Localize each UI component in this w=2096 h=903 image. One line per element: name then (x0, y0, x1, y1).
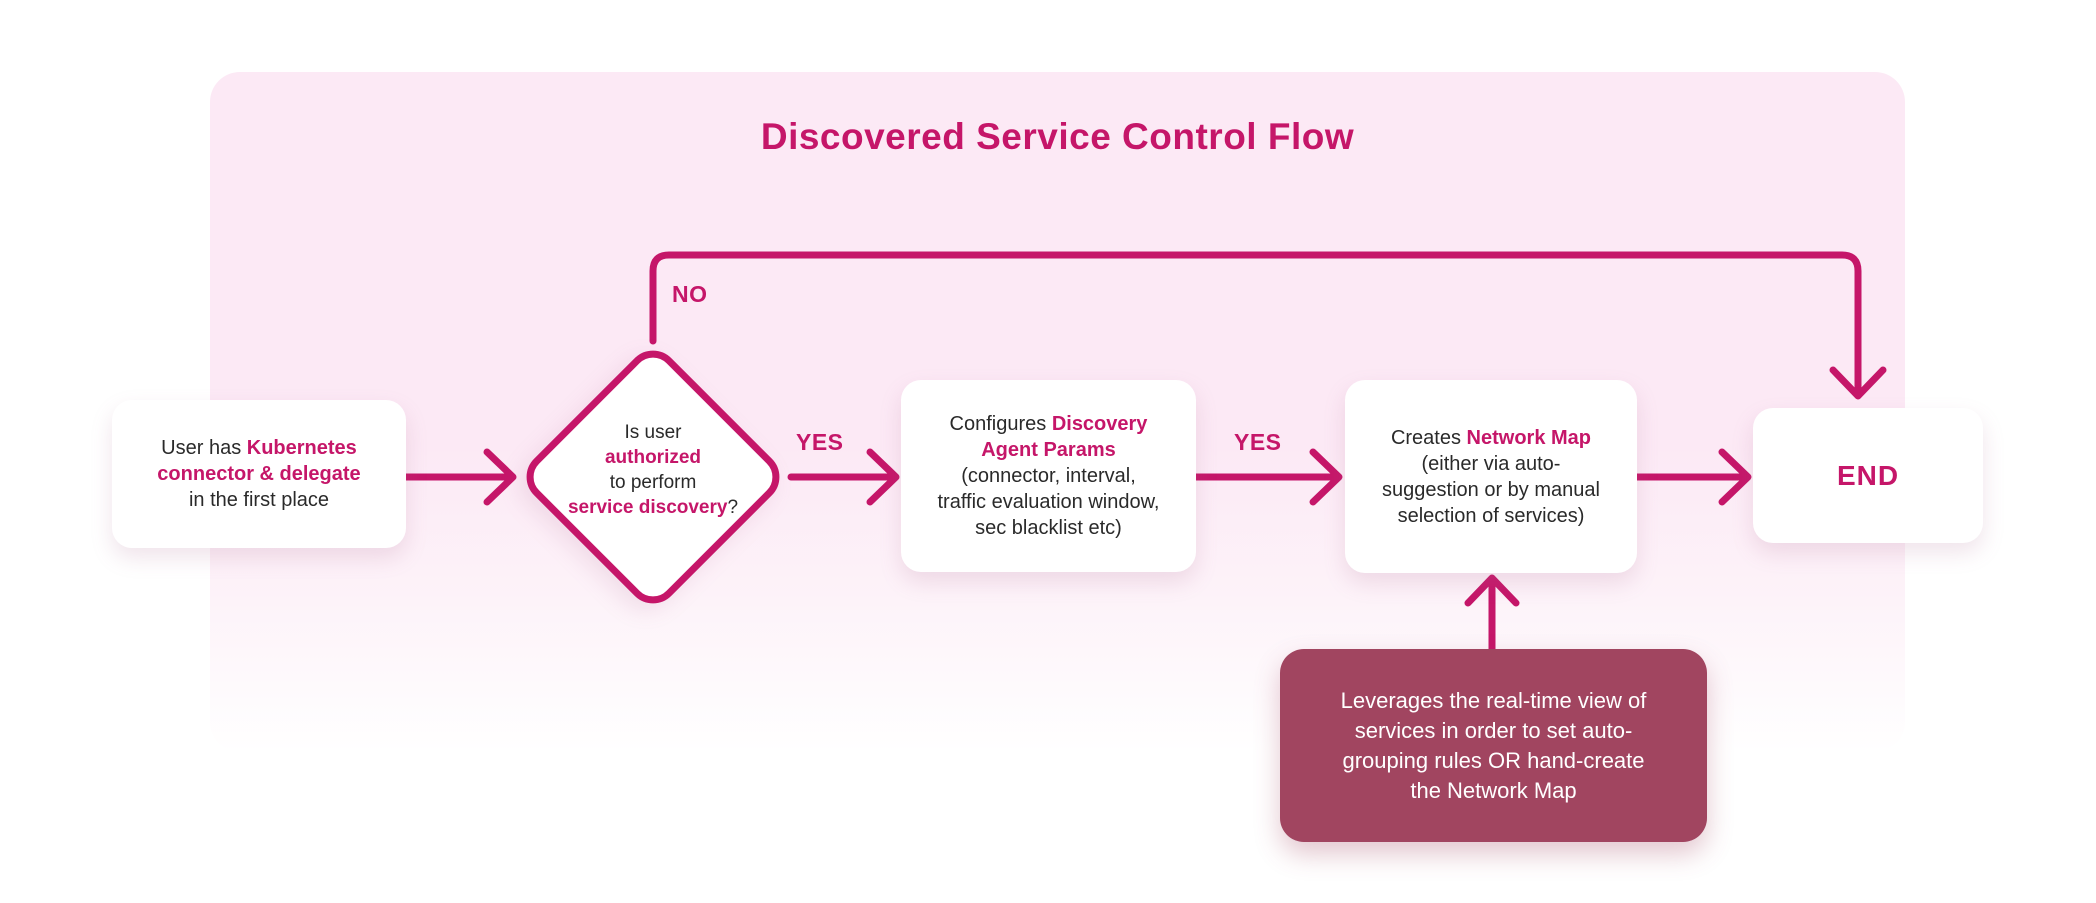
node-end-label: END (1836, 459, 1900, 491)
node-configure-text: Configures Discovery Agent Params (conne… (937, 413, 1160, 539)
node-configure: Configures Discovery Agent Params (conne… (901, 380, 1196, 572)
annotation-box: Leverages the real-time view of services… (1280, 649, 1707, 842)
diagram-title: Discovered Service Control Flow (760, 116, 1355, 157)
edge-label-yes-2: YES (1234, 429, 1282, 455)
edge-label-no: NO (672, 281, 708, 307)
annotation-text: Leverages the real-time view of services… (1340, 687, 1647, 803)
node-start-text: User has Kubernetes connector & delegate… (157, 437, 361, 511)
node-decision: Is user authorized to perform service di… (528, 394, 778, 546)
node-decision-text: Is user authorized to perform service di… (567, 422, 739, 518)
node-end: END (1753, 408, 1983, 543)
node-network-map: Creates Network Map (either via auto- su… (1345, 380, 1637, 573)
edge-label-yes-1: YES (796, 429, 844, 455)
node-network-map-text: Creates Network Map (either via auto- su… (1382, 426, 1600, 527)
node-start: User has Kubernetes connector & delegate… (112, 400, 406, 548)
